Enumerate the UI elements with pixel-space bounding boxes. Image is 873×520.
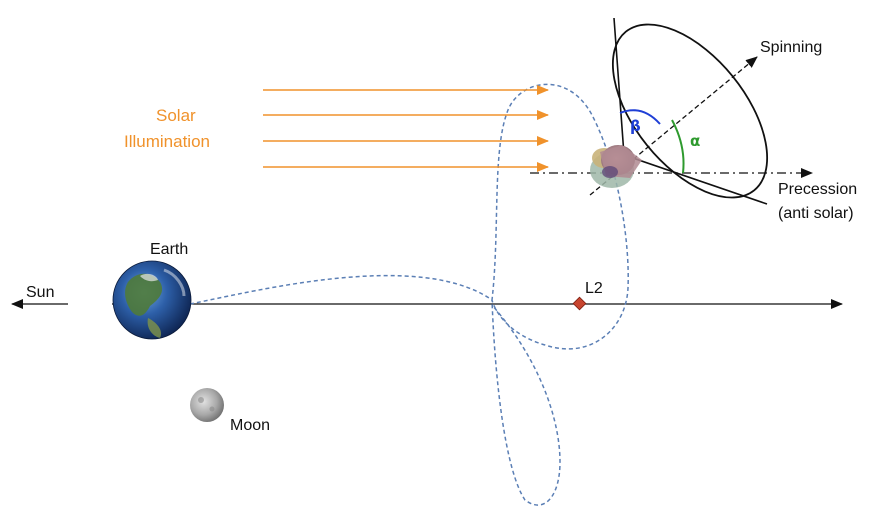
l2-halo-orbit	[189, 83, 629, 506]
moon-label: Moon	[230, 417, 270, 434]
beta-arc	[619, 109, 661, 125]
precession-label-line1: Precession	[778, 181, 857, 198]
beta-label: β	[630, 117, 641, 135]
moon-icon	[190, 388, 224, 422]
sun-label: Sun	[26, 284, 54, 301]
earth-icon	[112, 260, 192, 340]
spinning-label: Spinning	[760, 39, 822, 56]
solar-label-line1: Solar	[156, 106, 196, 125]
spacecraft-icon	[590, 145, 642, 188]
precession-label-line2: (anti solar)	[778, 205, 854, 222]
alpha-arc	[671, 119, 685, 174]
l2-label: L2	[585, 280, 603, 297]
l2-marker	[572, 296, 587, 311]
earth-label: Earth	[150, 241, 188, 258]
solar-label-line2: Illumination	[124, 132, 210, 151]
scan-cone-rim	[611, 23, 769, 199]
alpha-label: α	[690, 132, 700, 150]
